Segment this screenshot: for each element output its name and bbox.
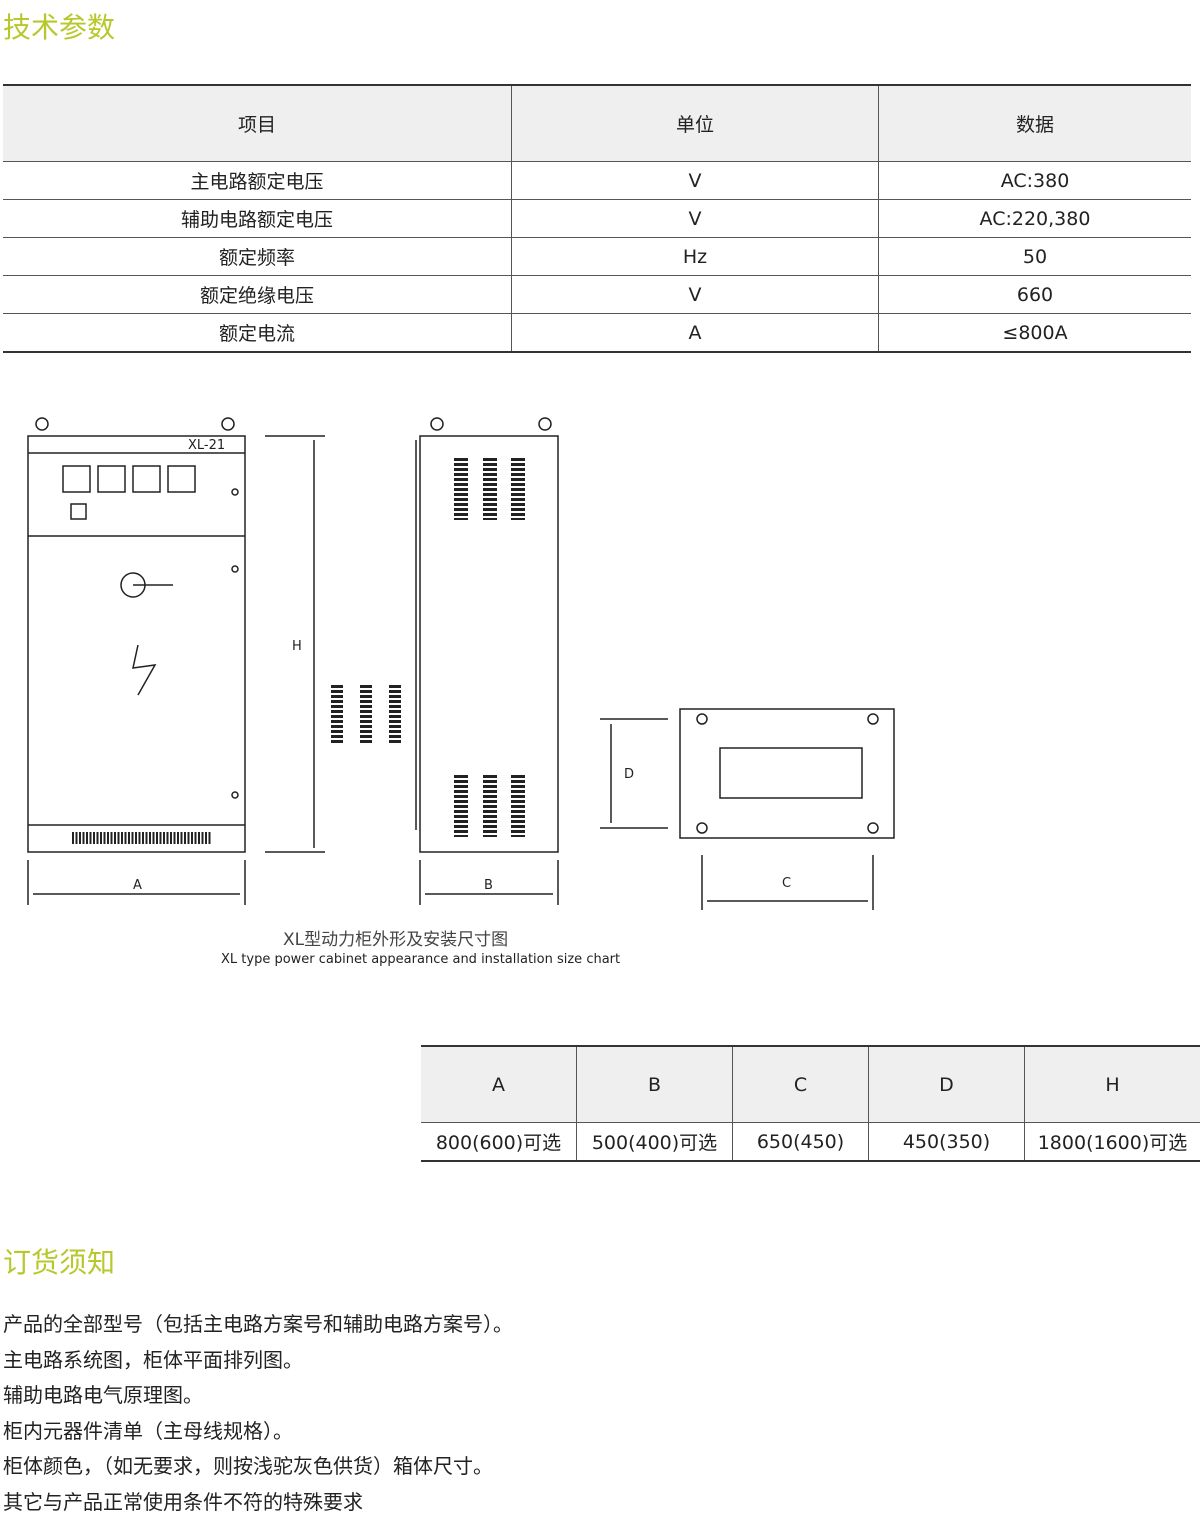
caption-en: XL type power cabinet appearance and ins… bbox=[221, 952, 620, 967]
cell: V bbox=[511, 199, 879, 238]
header-cell: D bbox=[868, 1046, 1025, 1123]
note-item: 产品的全部型号（包括主电路方案号和辅助电路方案号）。 bbox=[3, 1312, 513, 1336]
cell: 50 bbox=[878, 237, 1191, 276]
dimension-table: A B C D H 800(600)可选 500(400)可选 650(450)… bbox=[421, 1045, 1200, 1162]
cell: ≤800A bbox=[878, 313, 1191, 352]
cell: V bbox=[511, 275, 879, 314]
header-cell: H bbox=[1024, 1046, 1200, 1123]
cabinet-drawing: XL-21 A H B D C XL型动力柜外形及安装尺寸图 XL type p… bbox=[27, 417, 895, 967]
cell: 660 bbox=[878, 275, 1191, 314]
front-view: XL-21 bbox=[27, 417, 246, 853]
dim-label-d: D bbox=[624, 767, 634, 782]
header-cell: A bbox=[421, 1046, 577, 1123]
dim-label-a: A bbox=[133, 878, 142, 893]
cell: 额定电流 bbox=[218, 323, 295, 345]
cell: 500(400)可选 bbox=[576, 1122, 733, 1161]
base-plan-view bbox=[679, 708, 895, 839]
cell: 辅助电路额定电压 bbox=[3, 199, 512, 238]
cell: Hz bbox=[511, 237, 879, 276]
cell: AC:220,380 bbox=[878, 199, 1191, 238]
cell: 主电路额定电压 bbox=[3, 161, 512, 200]
cell: V bbox=[511, 161, 879, 200]
dim-label-c: C bbox=[782, 876, 791, 891]
order-notes: 产品的全部型号（包括主电路方案号和辅助电路方案号）。 主电路系统图，柜体平面排列… bbox=[3, 1307, 513, 1520]
table-row: 额定电流 A≤800A bbox=[3, 313, 1191, 352]
header-cell: C bbox=[732, 1046, 869, 1123]
note-item: 辅助电路电气原理图。 bbox=[3, 1383, 203, 1407]
note-item: 柜内元器件清单（主母线规格）。 bbox=[3, 1418, 293, 1443]
cell: A bbox=[511, 313, 879, 352]
lifting-eye-icon bbox=[221, 417, 235, 431]
header-cell: 单位 bbox=[511, 85, 879, 162]
header-cell: 数据 bbox=[878, 85, 1191, 162]
table-header-row: 项目 单位 数据 bbox=[3, 85, 1191, 162]
cell: 800(600)可选 bbox=[435, 1132, 562, 1154]
dimension-lines: A H B D C bbox=[27, 435, 874, 910]
note-item: 其它与产品正常使用条件不符的特殊要求 bbox=[3, 1489, 363, 1514]
section-title-tech: 技术参数 bbox=[3, 11, 116, 44]
cell: 额定绝缘电压 bbox=[3, 275, 512, 314]
dim-label-h: H bbox=[292, 639, 302, 654]
cell: AC:380 bbox=[878, 161, 1191, 200]
cell: 650(450) bbox=[732, 1122, 869, 1161]
side-view bbox=[415, 417, 559, 853]
note-item: 柜体颜色，（如无要求，则按浅驼灰色供货）箱体尺寸。 bbox=[3, 1454, 493, 1478]
model-label: XL-21 bbox=[188, 438, 225, 453]
cell: 1800(1600)可选 bbox=[1024, 1122, 1200, 1161]
header-cell: B bbox=[576, 1046, 733, 1123]
cell: 450(350) bbox=[868, 1122, 1025, 1161]
table-header-row: A B C D H bbox=[421, 1046, 1200, 1123]
caption-cn: XL型动力柜外形及安装尺寸图 bbox=[283, 930, 508, 950]
cell: 额定频率 bbox=[3, 237, 512, 276]
dim-label-b: B bbox=[484, 878, 493, 893]
note-item: 主电路系统图，柜体平面排列图。 bbox=[3, 1347, 303, 1372]
header-cell: 项目 bbox=[3, 85, 512, 162]
section-title-order: 订货须知 bbox=[3, 1246, 116, 1279]
lifting-eye-icon bbox=[35, 417, 49, 431]
vent-grilles bbox=[331, 685, 401, 745]
table-row: 800(600)可选 500(400)可选 650(450) 450(350) … bbox=[421, 1122, 1200, 1161]
